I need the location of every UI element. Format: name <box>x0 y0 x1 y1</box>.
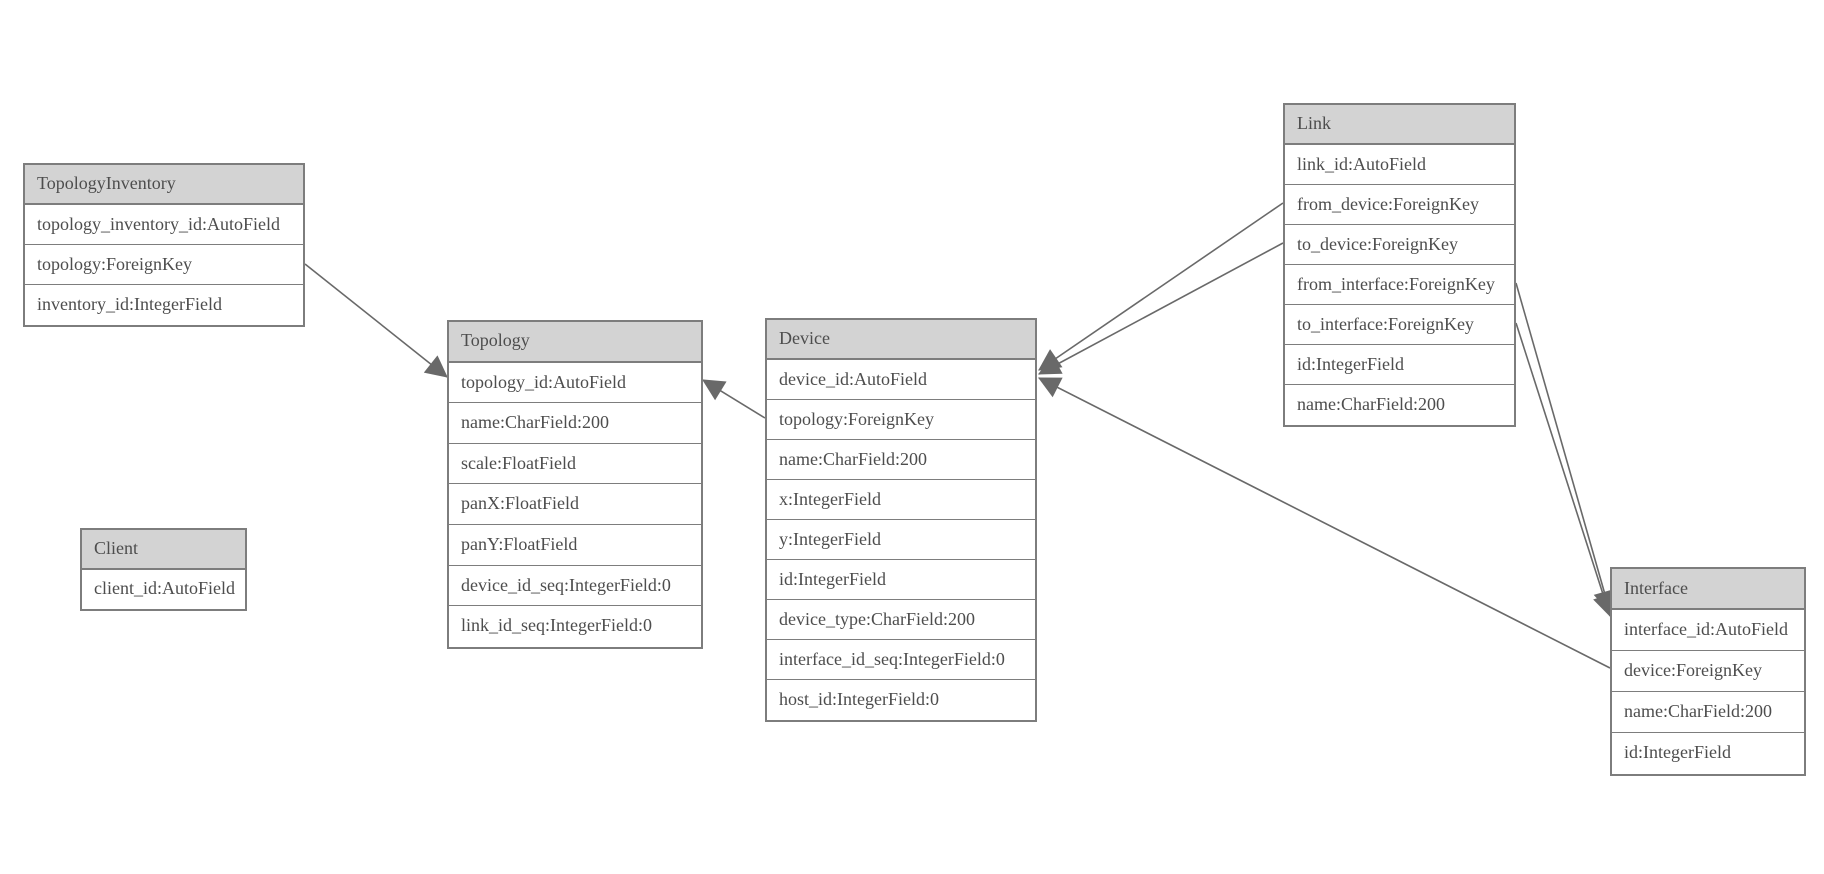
field-row-device-x: x:IntegerField <box>767 480 1035 520</box>
relation-link-from_device-to-device-device_id <box>1038 202 1284 371</box>
entity-title-topologyinventory: TopologyInventory <box>25 165 303 205</box>
field-row-device-y: y:IntegerField <box>767 520 1035 560</box>
field-row-topologyinventory-inventory_id: inventory_id:IntegerField <box>25 285 303 325</box>
field-row-client-client_id: client_id:AutoField <box>82 569 245 609</box>
field-row-topology-panX: panX:FloatField <box>449 484 701 525</box>
entity-title-device: Device <box>767 320 1035 360</box>
relation-link-from_interface-to-interface-interface_id <box>1515 282 1615 614</box>
field-row-topology-topology_id: topology_id:AutoField <box>449 362 701 404</box>
field-row-topology-link_id_seq: link_id_seq:IntegerField:0 <box>449 606 701 647</box>
field-row-topology-panY: panY:FloatField <box>449 524 701 566</box>
field-row-link-name: name:CharField:200 <box>1285 385 1514 425</box>
field-row-topology-device_id_seq: device_id_seq:IntegerField:0 <box>449 565 701 607</box>
entity-title-interface: Interface <box>1612 569 1804 610</box>
entity-title-topology: Topology <box>449 322 701 363</box>
field-row-topologyinventory-topology_inventory_id: topology_inventory_id:AutoField <box>25 205 303 245</box>
field-row-device-device_id: device_id:AutoField <box>767 360 1035 400</box>
field-row-topologyinventory-topology: topology:ForeignKey <box>25 245 303 285</box>
relation-device-topology-to-topology-topology_id <box>702 379 766 419</box>
field-row-link-from_device: from_device:ForeignKey <box>1285 185 1514 225</box>
relation-interface-device-to-device-device_id <box>1038 377 1611 669</box>
field-row-link-from_interface: from_interface:ForeignKey <box>1285 265 1514 305</box>
field-row-interface-id: id:IntegerField <box>1612 733 1804 774</box>
field-row-device-interface_id_seq: interface_id_seq:IntegerField:0 <box>767 640 1035 680</box>
field-row-interface-interface_id: interface_id:AutoField <box>1612 610 1804 651</box>
field-row-device-host_id: host_id:IntegerField:0 <box>767 680 1035 720</box>
relation-link-to_interface-to-interface-interface_id <box>1515 322 1615 618</box>
field-row-device-device_type: device_type:CharField:200 <box>767 600 1035 640</box>
field-row-link-id: id:IntegerField <box>1285 345 1514 385</box>
entity-title-link: Link <box>1285 105 1514 145</box>
field-row-link-link_id: link_id:AutoField <box>1285 145 1514 185</box>
field-row-link-to_interface: to_interface:ForeignKey <box>1285 305 1514 345</box>
field-row-device-topology: topology:ForeignKey <box>767 400 1035 440</box>
field-row-topology-name: name:CharField:200 <box>449 403 701 444</box>
field-row-link-to_device: to_device:ForeignKey <box>1285 225 1514 265</box>
entity-title-client: Client <box>82 530 245 570</box>
field-row-topology-scale: scale:FloatField <box>449 443 701 485</box>
relation-topologyinventory-topology-to-topology-topology_id <box>304 263 448 378</box>
relation-link-to_device-to-device-device_id <box>1038 242 1284 375</box>
field-row-interface-device: device:ForeignKey <box>1612 651 1804 692</box>
field-row-device-name: name:CharField:200 <box>767 440 1035 480</box>
field-row-device-id: id:IntegerField <box>767 560 1035 600</box>
field-row-interface-name: name:CharField:200 <box>1612 692 1804 733</box>
